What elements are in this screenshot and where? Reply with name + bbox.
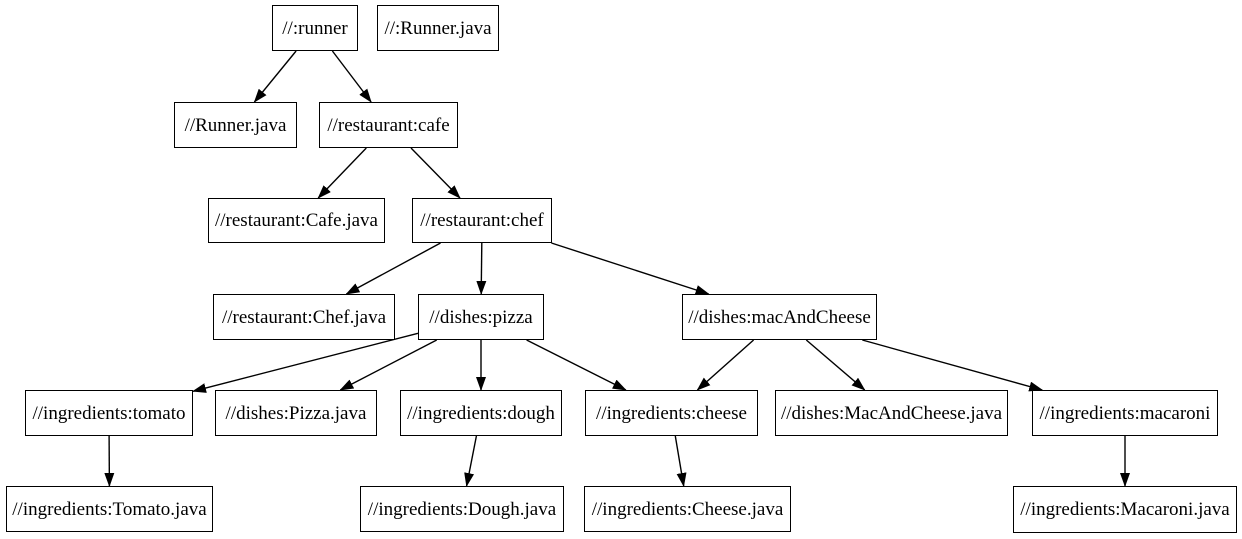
graph-node-mac-and-cheese-java: //dishes:MacAndCheese.java [775,390,1008,436]
graph-node-label: //ingredients:Dough.java [367,498,557,520]
graph-node-chef-java: //restaurant:Chef.java [213,294,395,340]
graph-edge-pizza-to-pizza-java [339,339,438,391]
graph-node-dough: //ingredients:dough [400,390,562,436]
graph-node-label: //ingredients:Macaroni.java [1020,499,1230,520]
graph-node-dough-java: //ingredients:Dough.java [360,486,564,532]
graph-node-label: //Runner.java [184,114,287,136]
graph-edge-mac-and-cheese-to-mac-and-cheese-java [805,339,866,391]
graph-node-cafe: //restaurant:cafe [319,102,458,148]
graph-node-macaroni: //ingredients:macaroni [1032,390,1218,436]
graph-node-runner-java: //Runner.java [174,102,297,148]
graph-node-label: //ingredients:cheese [596,402,747,424]
graph-node-tomato: //ingredients:tomato [25,390,193,436]
graph-node-pizza: //dishes:pizza [418,294,544,340]
graph-node-label: //restaurant:Cafe.java [214,210,378,231]
graph-node-pizza-java: //dishes:Pizza.java [215,390,377,436]
graph-edge-pizza-to-tomato [192,332,419,393]
graph-edge-mac-and-cheese-to-macaroni [862,339,1044,392]
graph-node-label: //dishes:macAndCheese [688,306,871,328]
graph-node-label: //ingredients:tomato [32,402,186,424]
graph-edge-cheese-to-cheese-java [674,435,687,487]
graph-node-tomato-java: //ingredients:Tomato.java [6,486,213,532]
graph-node-label: //restaurant:cafe [327,114,450,136]
graph-node-label: //dishes:Pizza.java [225,402,367,424]
graph-node-label: //dishes:MacAndCheese.java [780,402,1003,424]
graph-edge-pizza-to-cheese [526,339,627,391]
graph-edge-chef-to-chef-java [345,242,441,295]
graph-node-label: //ingredients:macaroni [1039,402,1211,424]
graph-node-cheese: //ingredients:cheese [585,390,758,436]
graph-node-label: //:runner [282,17,348,39]
graph-node-label: //restaurant:chef [420,210,544,231]
graph-edge-chef-to-pizza [476,242,487,295]
graph-edge-cafe-to-cafe-java [317,147,367,199]
graph-node-chef: //restaurant:chef [412,198,552,243]
graph-node-runner-java-file: //:Runner.java [377,5,499,51]
graph-node-mac-and-cheese: //dishes:macAndCheese [682,294,877,340]
graph-node-runner: //:runner [272,5,358,51]
graph-node-cheese-java: //ingredients:Cheese.java [584,486,791,532]
graph-node-label: //ingredients:Cheese.java [591,498,784,520]
graph-node-label: //ingredients:Tomato.java [12,498,207,520]
graph-edge-runner-to-runner-java [253,50,297,103]
graph-node-label: //restaurant:Chef.java [221,306,387,328]
graph-node-cafe-java: //restaurant:Cafe.java [208,198,385,243]
graph-node-macaroni-java: //ingredients:Macaroni.java [1013,486,1237,533]
graph-edge-chef-to-mac-and-cheese [551,242,710,295]
graph-node-label: //ingredients:dough [407,402,555,424]
graph-edge-runner-to-cafe [331,50,372,103]
graph-node-label: //:Runner.java [384,17,492,39]
graph-edge-cafe-to-chef [410,147,461,199]
graph-edge-mac-and-cheese-to-cheese [696,339,755,391]
graph-node-label: //dishes:pizza [429,306,533,328]
graph-edge-dough-to-dough-java [464,435,478,487]
